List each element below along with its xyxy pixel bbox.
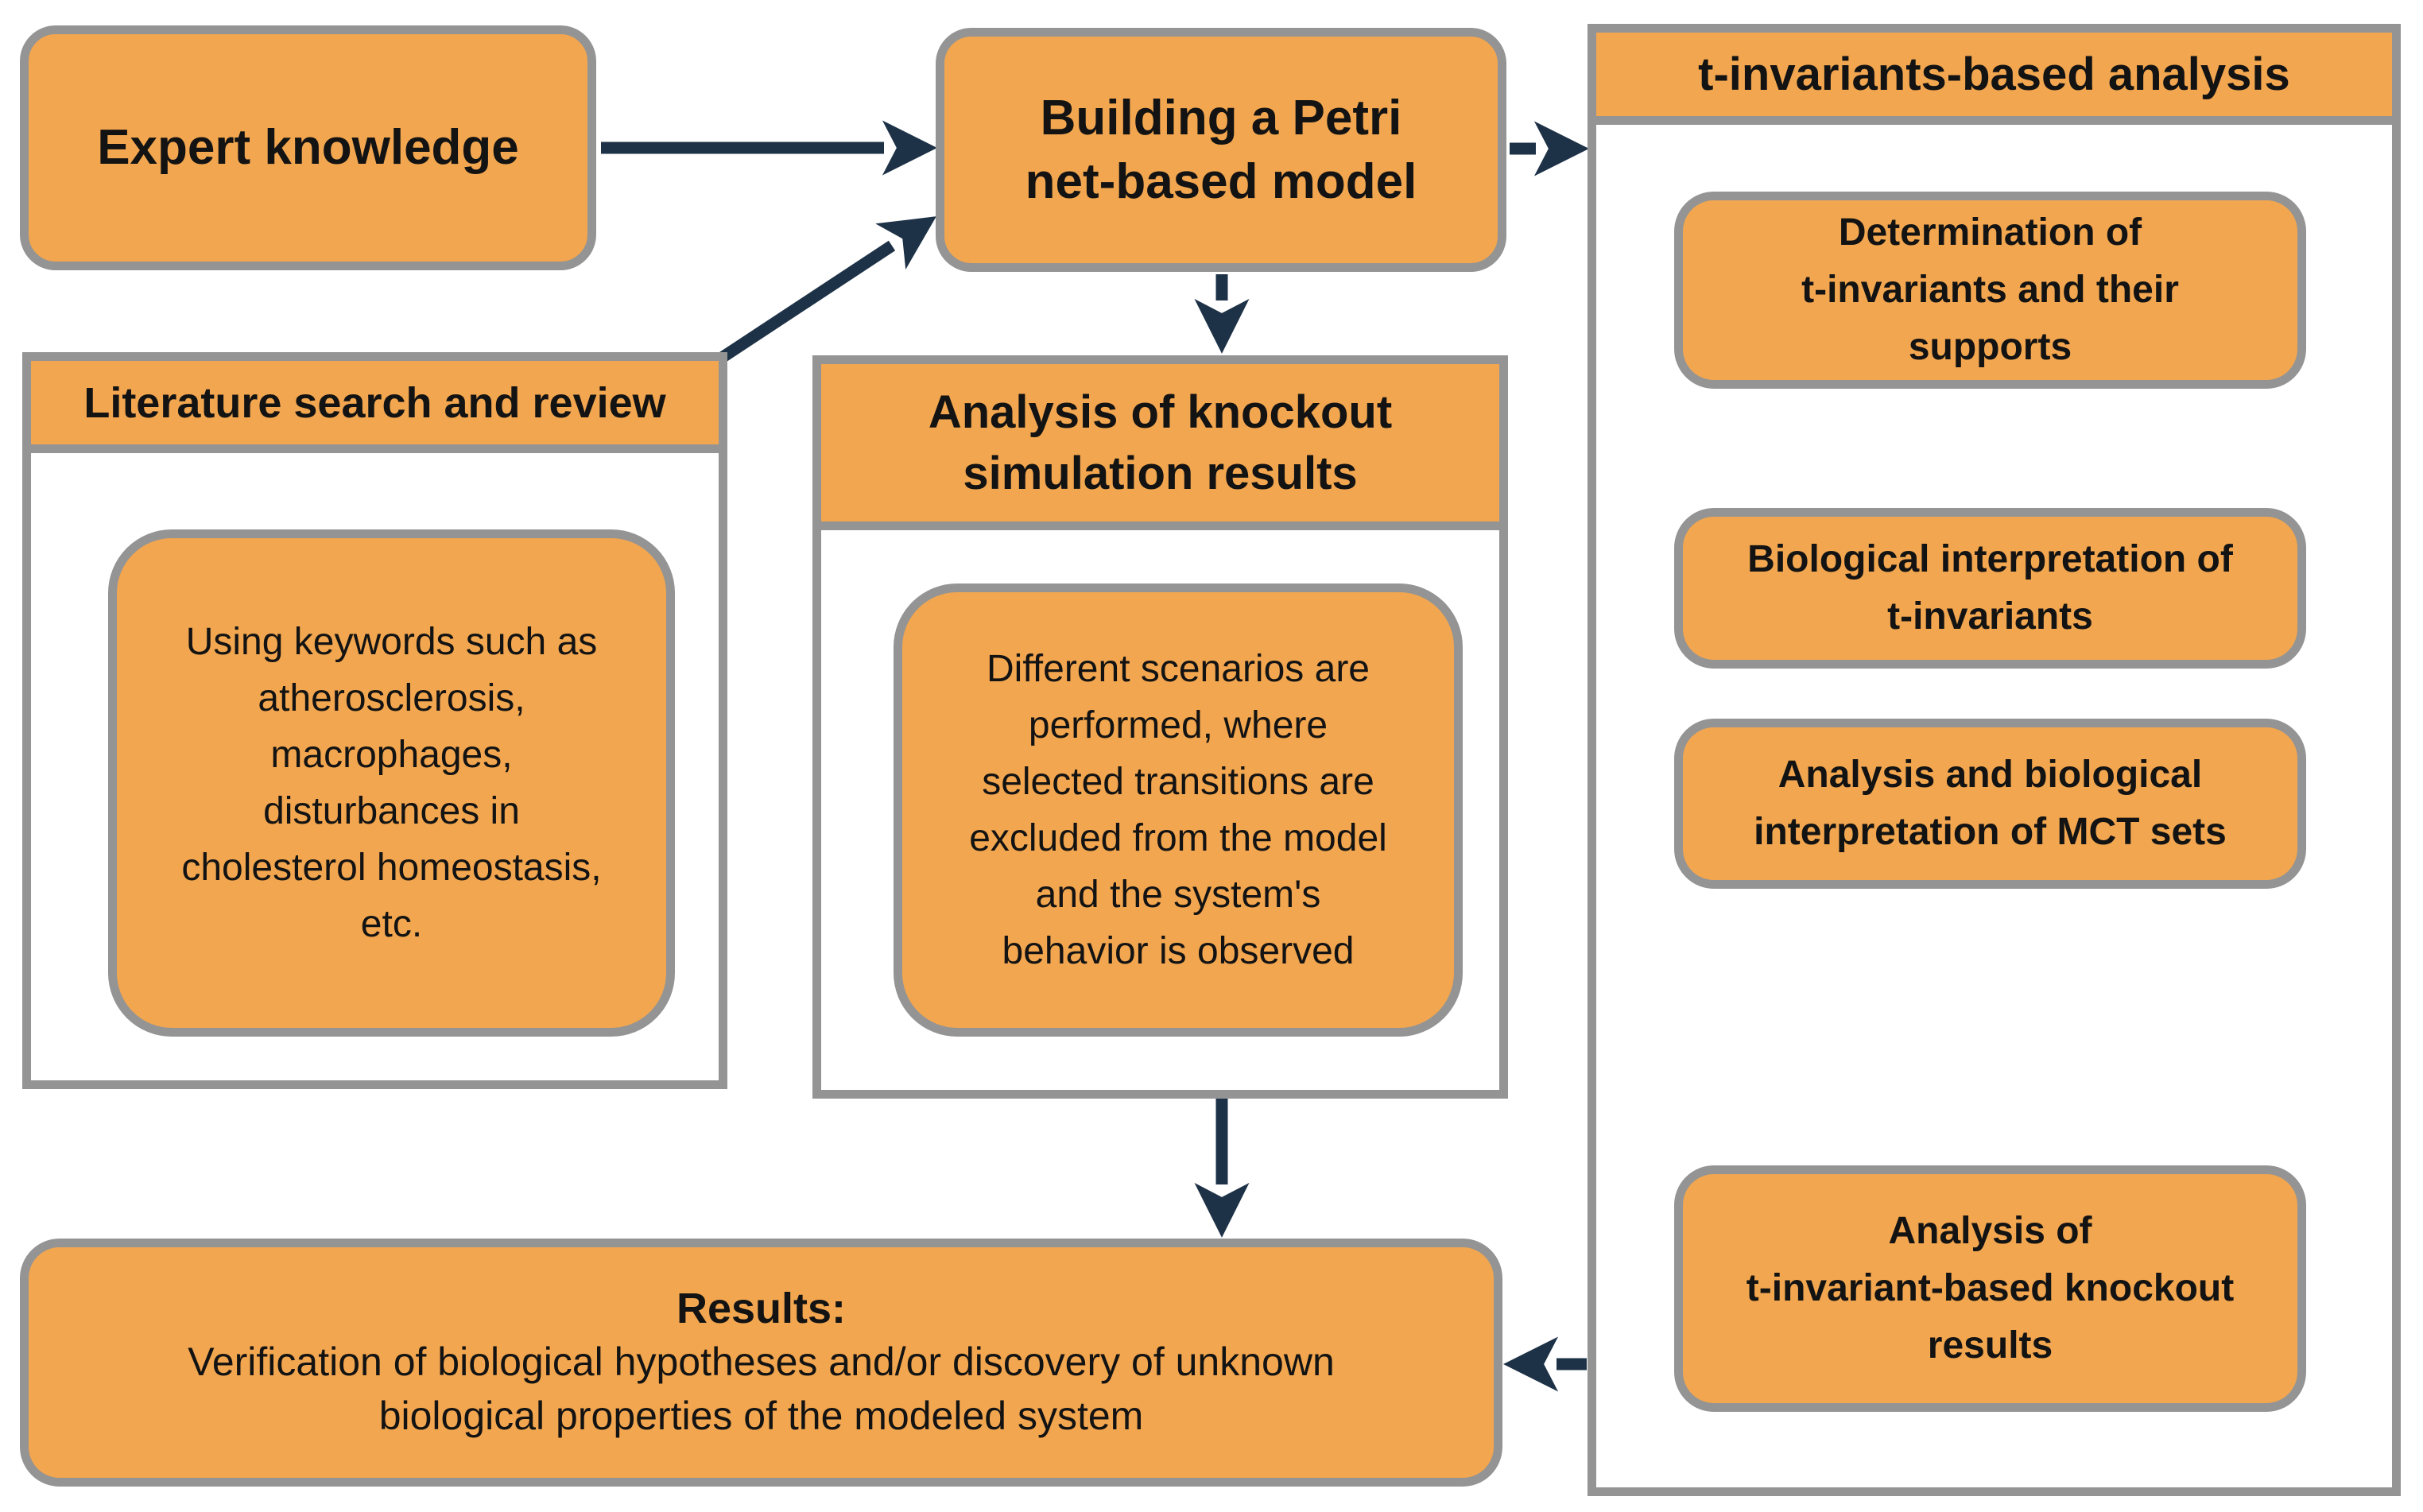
step-knockout-results-analysis: Analysis of t-invariant-based knockout r… <box>1674 1165 2306 1412</box>
results-title: Results: <box>676 1285 847 1332</box>
step-determination-of-t-invariants: Determination of t-invariants and their … <box>1674 192 2306 389</box>
arrow-literature-to-petri <box>715 216 936 365</box>
knockout-simulation-header: Analysis of knockout simulation results <box>821 364 1499 530</box>
literature-keywords-note: Using keywords such as atherosclerosis, … <box>108 529 675 1037</box>
literature-search-header: Literature search and review <box>31 361 719 453</box>
t-invariants-analysis-header: t-invariants-based analysis <box>1596 33 2392 125</box>
t-invariants-analysis-panel: t-invariants-based analysis Determinatio… <box>1588 24 2401 1496</box>
literature-search-panel: Literature search and review Using keywo… <box>22 352 727 1089</box>
expert-knowledge-box: Expert knowledge <box>20 25 596 270</box>
petri-model-box: Building a Petri net-based model <box>936 28 1506 272</box>
results-body: Verification of biological hypotheses an… <box>188 1339 1335 1438</box>
step-biological-interpretation: Biological interpretation of t-invariant… <box>1674 508 2306 669</box>
knockout-scenarios-note: Different scenarios are performed, where… <box>894 583 1463 1037</box>
knockout-simulation-panel: Analysis of knockout simulation results … <box>812 355 1508 1099</box>
results-box: Results: Verification of biological hypo… <box>20 1239 1502 1487</box>
step-mct-sets-interpretation: Analysis and biological interpretation o… <box>1674 719 2306 889</box>
